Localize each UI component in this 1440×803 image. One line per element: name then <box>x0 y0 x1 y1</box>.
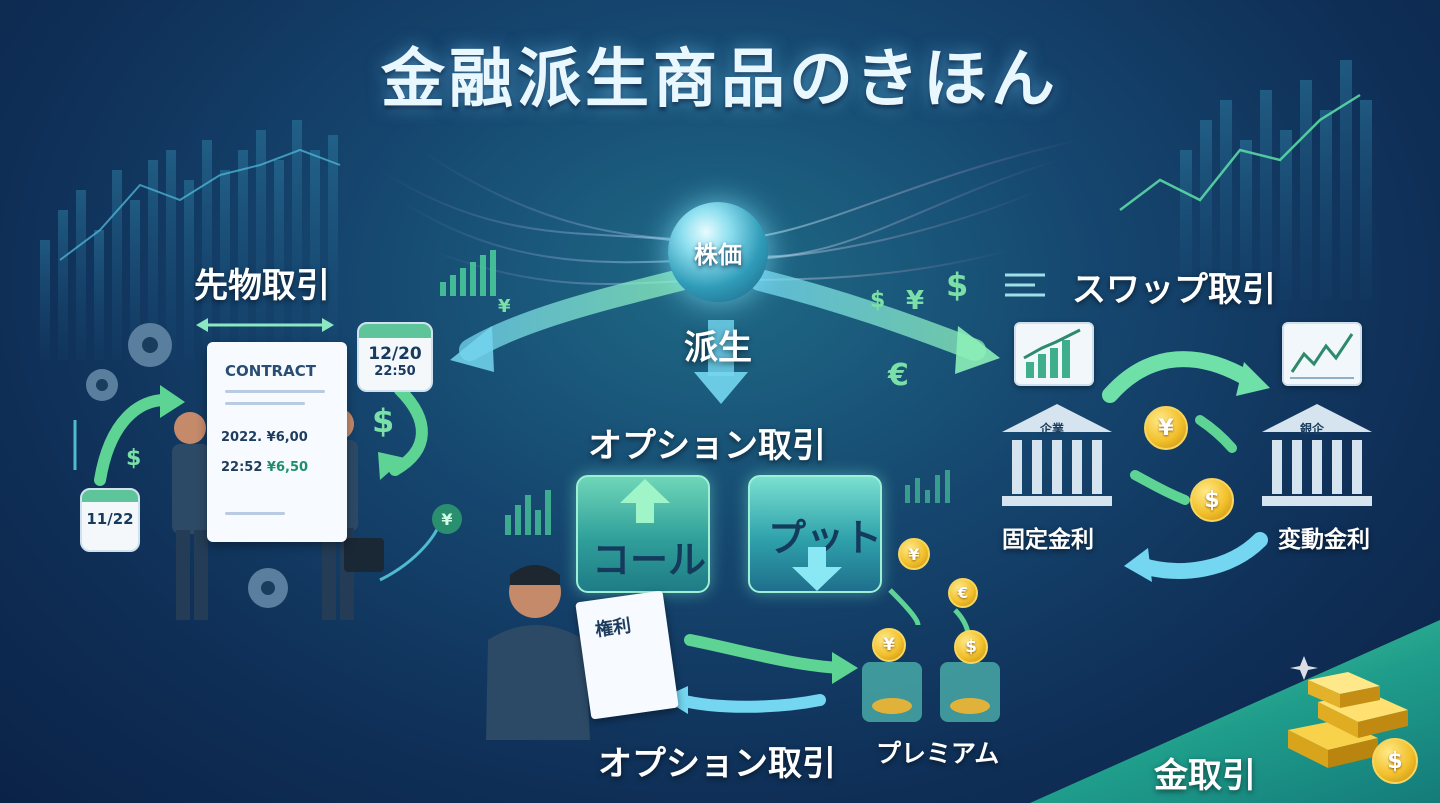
calendar-icon: 12/20 22:50 <box>357 322 433 392</box>
coin-icon: ¥ <box>1144 406 1188 450</box>
contract-document: CONTRACT 2022. ¥6,00 22:52 ¥6,50 <box>207 342 347 542</box>
call-label: コール <box>592 538 707 582</box>
dollar-icon: $ <box>870 288 886 313</box>
gear-icon <box>248 568 288 608</box>
gear-icon <box>128 323 172 367</box>
floating-rate-label: 変動金利 <box>1278 527 1370 553</box>
gold-label: 金取引 <box>1154 756 1256 796</box>
dollar-icon: $ <box>372 402 395 440</box>
bank-icon <box>1262 404 1372 506</box>
calendar-date-bottom: 11/22 <box>86 510 134 528</box>
derive-label: 派生 <box>684 328 752 368</box>
bar-chart-icon <box>505 490 551 535</box>
orb-label: 株価 <box>694 240 742 269</box>
coin-icon: ¥ <box>872 628 906 662</box>
yen-icon: ¥ <box>498 296 511 317</box>
stock-price-orb: 株価 <box>668 202 768 302</box>
contract-title: CONTRACT <box>225 362 316 380</box>
dollar-icon: $ <box>126 446 142 471</box>
bar-chart-icon <box>905 470 950 503</box>
premium-label: プレミアム <box>876 739 1000 768</box>
futures-label: 先物取引 <box>194 266 330 306</box>
options-label-top: オプション取引 <box>588 426 826 466</box>
jar-icon <box>862 662 922 722</box>
calendar-icon: 11/22 <box>80 488 140 552</box>
coin-icon: ¥ <box>898 538 930 570</box>
call-option-box: コール <box>576 475 710 593</box>
bank-left-name: 企業 <box>1040 422 1065 436</box>
rising-chart-icon <box>1014 322 1094 386</box>
bar-chart-icon <box>440 250 496 296</box>
right-chart-bars <box>1180 60 1372 300</box>
put-option-box: プット <box>748 475 882 593</box>
left-trend-line <box>59 148 341 261</box>
thinking-businessman-figure <box>486 565 590 740</box>
fixed-rate-label: 固定金利 <box>1002 527 1094 553</box>
yen-icon: ¥ <box>432 504 462 534</box>
calendar-time: 22:50 <box>374 364 416 379</box>
coin-icon: $ <box>954 630 988 664</box>
yen-icon: ¥ <box>906 286 925 316</box>
right-trend-line <box>1119 93 1361 211</box>
rights-document: 権利 <box>575 590 679 720</box>
arrow-to-swaps <box>749 269 986 361</box>
coin-icon: $ <box>1190 478 1234 522</box>
contract-row-1: 2022. ¥6,00 <box>221 430 308 445</box>
bank-right-name: 銀企 <box>1300 422 1325 436</box>
coin-icon: € <box>948 578 978 608</box>
left-chart-bars <box>40 120 338 360</box>
rights-label: 権利 <box>593 615 633 642</box>
swaps-label: スワップ取引 <box>1072 270 1276 310</box>
options-label-bottom: オプション取引 <box>598 744 836 784</box>
gold-bar-icon <box>1288 656 1408 768</box>
calendar-date: 12/20 <box>368 344 422 364</box>
bank-icon <box>1002 404 1112 506</box>
dollar-icon: $ <box>946 266 969 304</box>
coin-icon: $ <box>1372 738 1418 784</box>
gear-icon <box>86 369 118 401</box>
contract-row-2: 22:52 ¥6,50 <box>221 460 309 475</box>
page-title: 金融派生商品のきほん <box>380 43 1060 117</box>
euro-icon: € <box>888 358 909 393</box>
arrow-up-icon <box>620 479 670 523</box>
line-chart-icon <box>1282 322 1362 386</box>
arrow-down-icon <box>792 547 842 591</box>
jar-icon <box>940 662 1000 722</box>
